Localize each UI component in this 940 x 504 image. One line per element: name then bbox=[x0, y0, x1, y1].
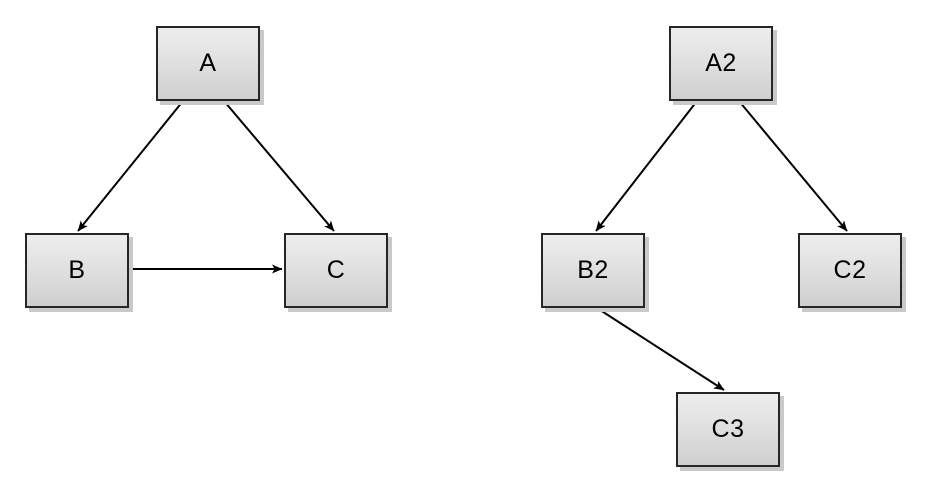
node-label: A2 bbox=[705, 49, 737, 77]
node-label: C2 bbox=[833, 256, 867, 284]
node-c3[interactable]: C3 bbox=[676, 392, 780, 467]
node-b2[interactable]: B2 bbox=[541, 233, 645, 308]
node-a[interactable]: A bbox=[156, 26, 260, 101]
edge-a-to-b bbox=[77, 100, 184, 232]
node-label: B2 bbox=[577, 256, 609, 284]
node-label: B bbox=[68, 256, 86, 284]
node-a2[interactable]: A2 bbox=[669, 26, 773, 101]
edge-group bbox=[77, 100, 848, 391]
node-b[interactable]: B bbox=[25, 233, 129, 308]
edge-b2-to-c3 bbox=[596, 307, 725, 391]
node-c[interactable]: C bbox=[284, 233, 388, 308]
edge-a-to-c bbox=[223, 100, 335, 232]
node-label: A bbox=[199, 49, 217, 77]
node-c2[interactable]: C2 bbox=[798, 233, 902, 308]
node-label: C3 bbox=[711, 415, 745, 443]
edge-a2-to-b2 bbox=[595, 100, 698, 232]
node-label: C bbox=[326, 256, 346, 284]
edge-a2-to-c2 bbox=[738, 100, 848, 232]
